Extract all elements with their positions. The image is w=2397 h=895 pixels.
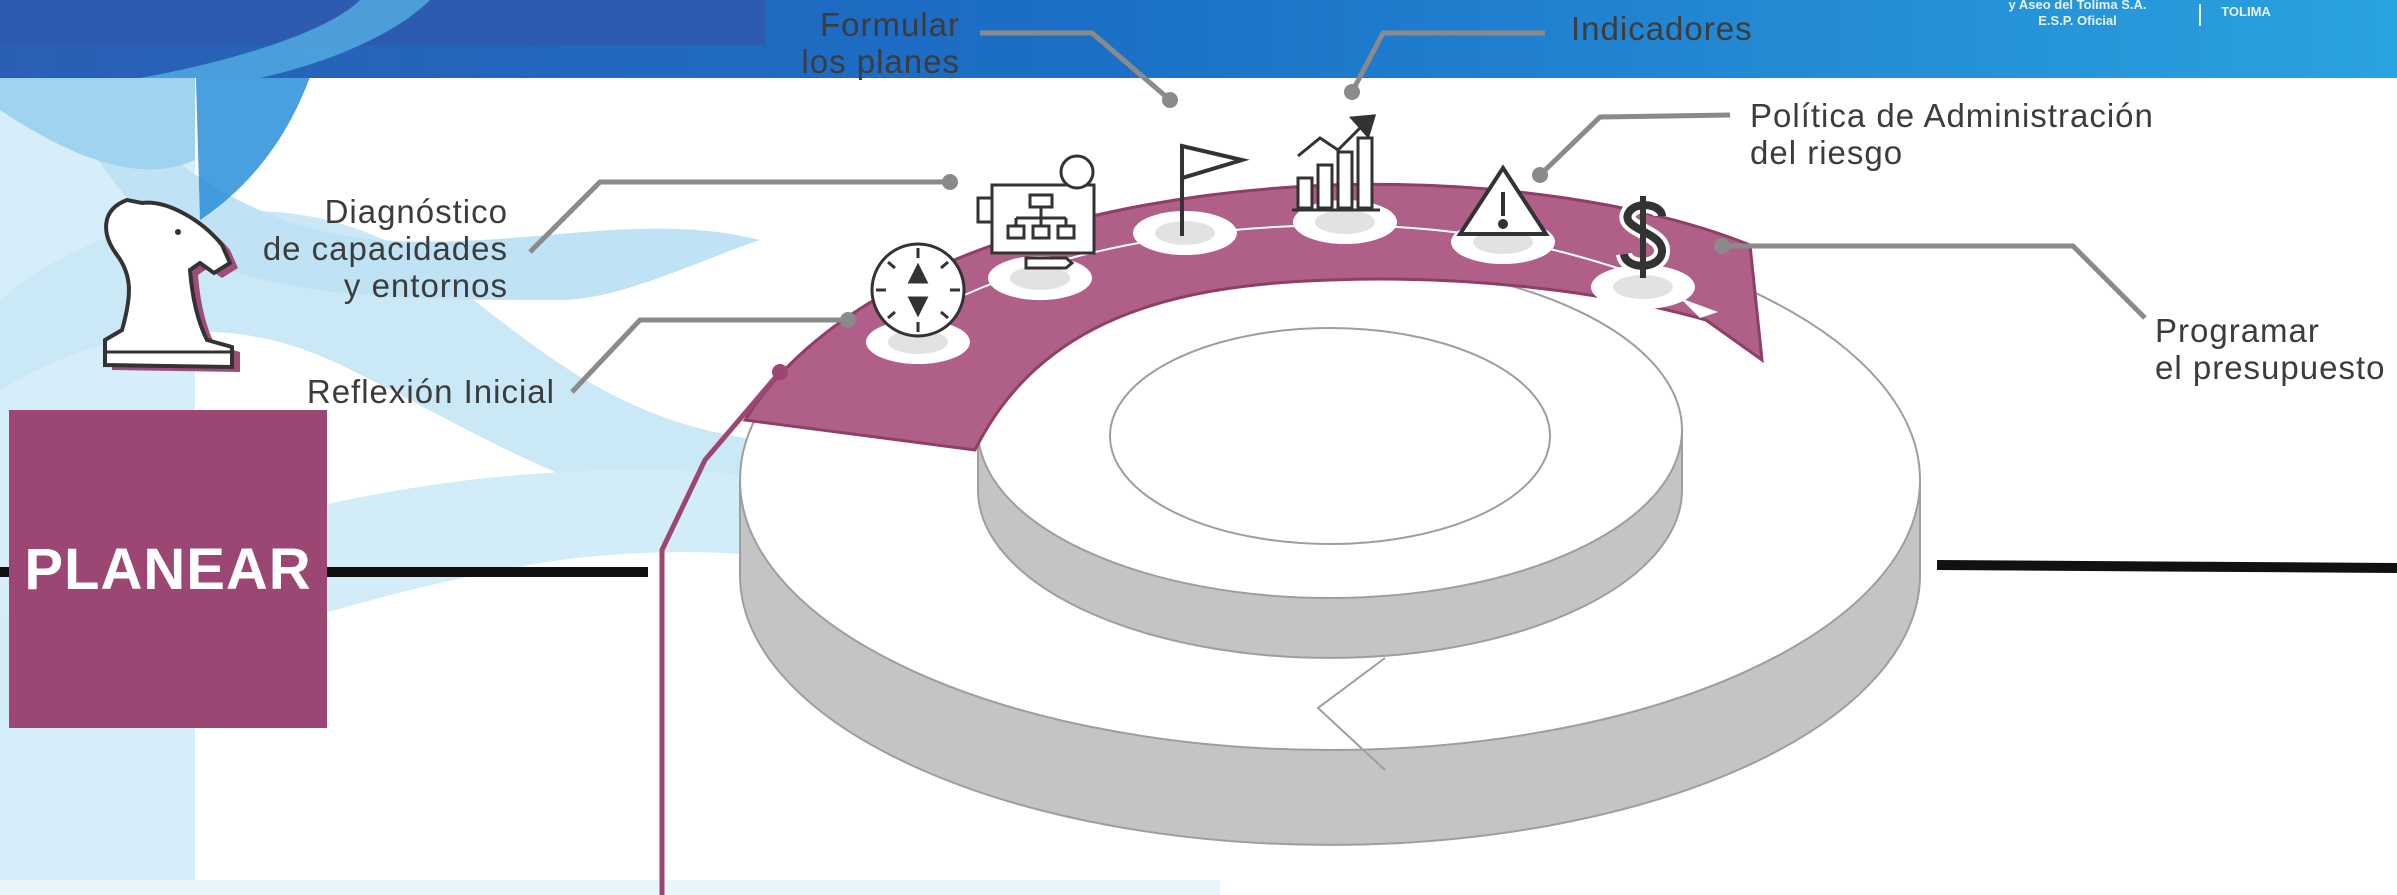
label-line: y entornos [343, 267, 508, 304]
leader-lines [528, 30, 2147, 394]
flag-icon [1180, 143, 1250, 236]
label-programar-presupuesto: Programar el presupuesto [2155, 312, 2385, 386]
bar-chart-trend-icon [1292, 114, 1380, 212]
planear-title-block: PLANEAR [9, 410, 327, 728]
label-indicadores: Indicadores [1571, 10, 1753, 47]
leader-dots [840, 84, 1730, 328]
header-org-name: y Aseo del Tolima S.A. E.S.P. Oficial [1985, 0, 2170, 29]
label-line: el presupuesto [2155, 349, 2386, 386]
header-brand: TOLIMA [2221, 4, 2271, 19]
label-reflexion-inicial: Reflexión Inicial [250, 373, 555, 410]
connector-line [659, 370, 782, 895]
label-line: Política de Administración [1750, 97, 2154, 134]
right-divider [1936, 560, 2397, 573]
label-line: los planes [801, 43, 960, 80]
label-line: del riesgo [1750, 134, 1904, 171]
warning-icon [1456, 164, 1550, 236]
dollar-icon [1616, 196, 1670, 278]
label-line: de capacidades [262, 230, 508, 267]
header-org-line-2: E.S.P. Oficial [2038, 13, 2117, 28]
label-formular-planes: Formular los planes [740, 6, 960, 80]
label-politica-riesgo: Política de Administración del riesgo [1750, 97, 2154, 171]
label-line: Programar [2155, 312, 2320, 349]
step-base-shadows [888, 210, 1673, 354]
label-line: Diagnóstico [324, 193, 508, 230]
knight-icon [103, 197, 240, 372]
connector-dot [772, 364, 788, 380]
header-org-line-1: y Aseo del Tolima S.A. [2008, 0, 2147, 12]
label-line: Formular [819, 6, 960, 43]
label-line: Indicadores [1571, 10, 1753, 47]
arrow-tip-icon [1680, 298, 1718, 318]
header-band [0, 0, 2397, 78]
label-diagnostico: Diagnóstico de capacidades y entornos [200, 193, 508, 304]
page-title: PLANEAR [24, 536, 312, 602]
compass-icon [870, 242, 966, 338]
org-chart-board-icon [976, 154, 1096, 270]
label-line: Reflexión Inicial [306, 373, 555, 410]
